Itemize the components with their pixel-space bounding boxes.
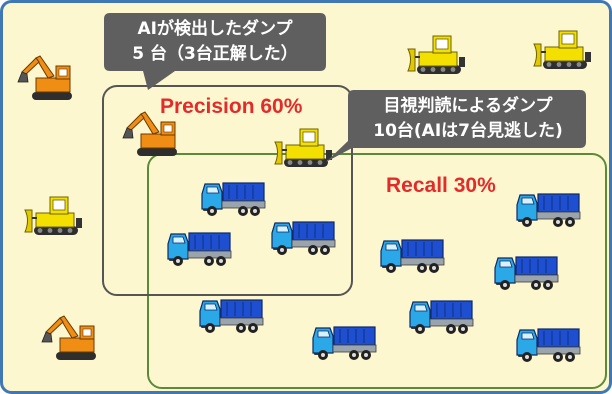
precision-label: Precision 60% bbox=[160, 95, 303, 118]
recall-label: Recall 30% bbox=[386, 174, 496, 197]
ai-callout-line1: AIが検出したダンプ bbox=[137, 19, 293, 39]
ai-detection-box bbox=[102, 85, 353, 296]
visual-callout-line2: 10台(AIは7台見逃した) bbox=[373, 121, 563, 141]
visual-callout-line1: 目視判読によるダンプ bbox=[383, 96, 553, 116]
ground-truth-box bbox=[147, 153, 607, 389]
visual-callout-bubble bbox=[326, 90, 586, 162]
ai-callout-line2: 5 台（3台正解した） bbox=[132, 44, 298, 64]
ai-callout-bubble bbox=[104, 13, 326, 90]
